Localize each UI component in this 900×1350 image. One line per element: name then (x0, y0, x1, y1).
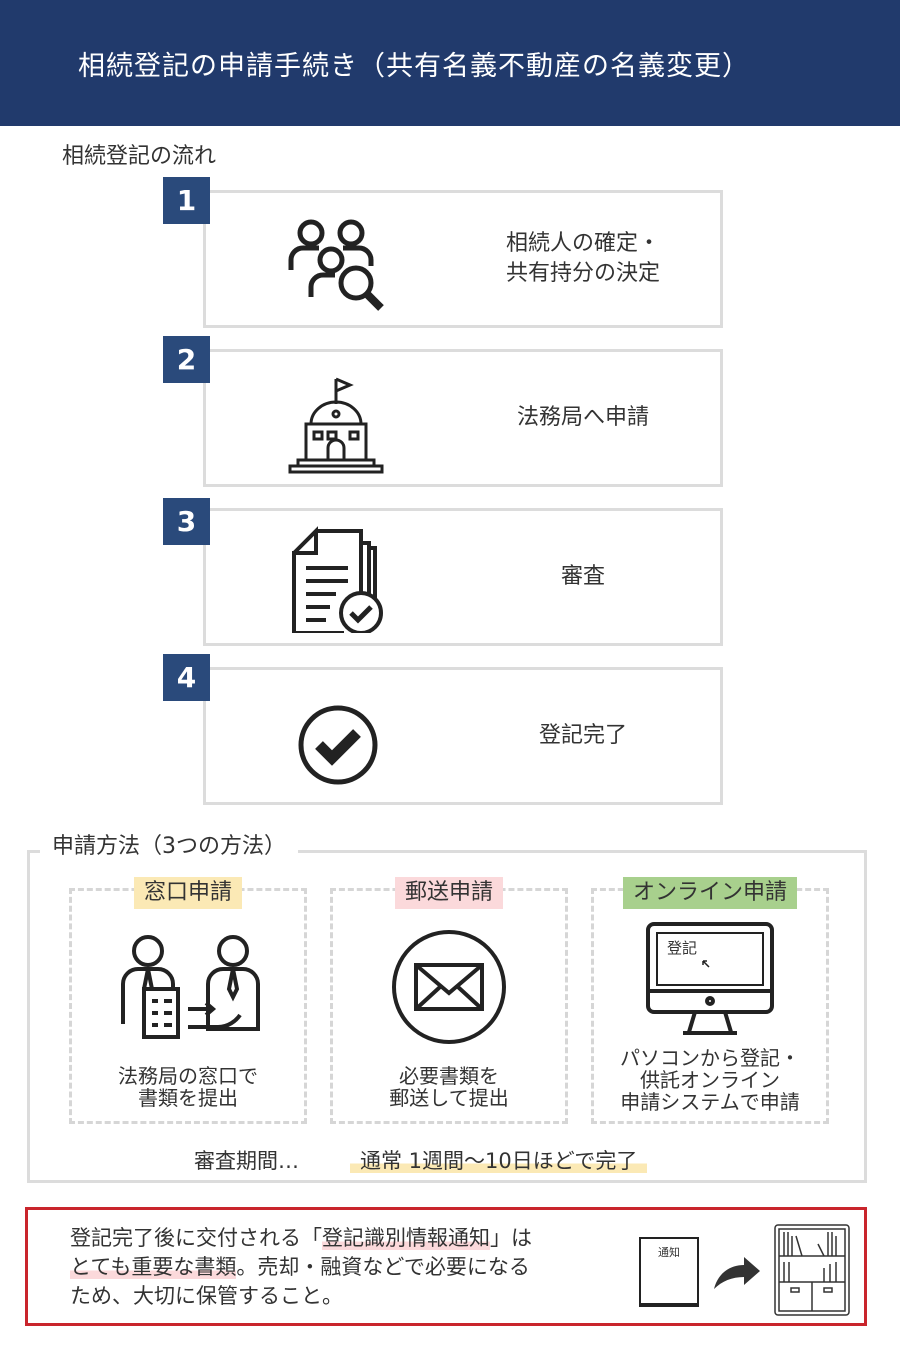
step-text: 審査 (560, 564, 605, 589)
bookshelf-icon (774, 1224, 850, 1316)
note-text-part: 」は (490, 1226, 532, 1250)
envelope-icon (392, 930, 506, 1044)
computer-icon: 登記 (645, 921, 775, 1037)
note-text-part: ため、大切に保管すること。 (70, 1284, 343, 1308)
note-text-part: 。売却・融資などで必要になる (236, 1255, 530, 1279)
check-circle-icon (298, 705, 378, 785)
period-value: 通常 1週間〜10日ほどで完了 (350, 1149, 648, 1173)
method-mail: 郵送申請 必要書類を 郵送して提出 (330, 877, 568, 1124)
method-label: 郵送申請 (394, 877, 504, 909)
page-header: 相続登記の申請手続き（共有名義不動産の名義変更） (0, 0, 900, 126)
step-4: 登記完了 (203, 667, 723, 805)
method-counter: 窓口申請 法務局の窓口で 書類を提出 (69, 877, 307, 1124)
arrow-icon (714, 1257, 760, 1289)
step-text: 法務局へ申請 (516, 405, 649, 430)
step-2: 法務局へ申請 (203, 349, 723, 487)
counter-handover-icon (121, 935, 260, 1039)
note-text-part: 登記完了後に交付される「 (70, 1226, 322, 1250)
step-badge: 4 (163, 654, 210, 701)
methods-title: 申請方法（3つの方法） (40, 828, 298, 860)
method-desc: 必要書類を 郵送して提出 (389, 1064, 509, 1110)
step-text: 登記完了 (538, 723, 627, 748)
note-highlight: 登記識別情報通知 (322, 1226, 490, 1250)
note-highlight: とても重要な書類 (70, 1255, 237, 1279)
step-1: 相続人の確定・ 共有持分の決定 (203, 190, 723, 328)
method-online: オンライン申請 登記 パソコンから登記・ 供託オンライン 申請システムで申請 (591, 877, 829, 1124)
period-label: 審査期間… (194, 1149, 299, 1173)
step-text: 相続人の確定・ 共有持分の決定 (505, 231, 660, 286)
step-badge: 3 (163, 498, 210, 545)
screen-text: 登記 (667, 939, 698, 957)
method-desc: 法務局の窓口で 書類を提出 (118, 1064, 258, 1110)
method-label: 窓口申請 (133, 877, 243, 909)
method-label: オンライン申請 (622, 877, 798, 909)
methods-box (27, 850, 867, 1183)
step-badge: 2 (163, 336, 210, 383)
method-desc: パソコンから登記・ 供託オンライン 申請システムで申請 (620, 1046, 800, 1114)
document-check-icon (292, 526, 383, 633)
step-3: 審査 (203, 508, 723, 646)
page-title: 相続登記の申請手続き（共有名義不動産の名義変更） (78, 50, 750, 82)
notice-document-label: 通知 (658, 1246, 680, 1259)
government-building-icon (288, 377, 384, 474)
important-note: 登記完了後に交付される「登記識別情報通知」は とても重要な書類。売却・融資などで… (25, 1207, 867, 1326)
flow-title: 相続登記の流れ (62, 144, 217, 169)
people-search-icon (288, 219, 384, 311)
notice-document-icon: 通知 (639, 1237, 699, 1307)
note-text: 登記完了後に交付される「登記識別情報通知」は とても重要な書類。売却・融資などで… (70, 1224, 532, 1311)
step-badge: 1 (163, 177, 210, 224)
